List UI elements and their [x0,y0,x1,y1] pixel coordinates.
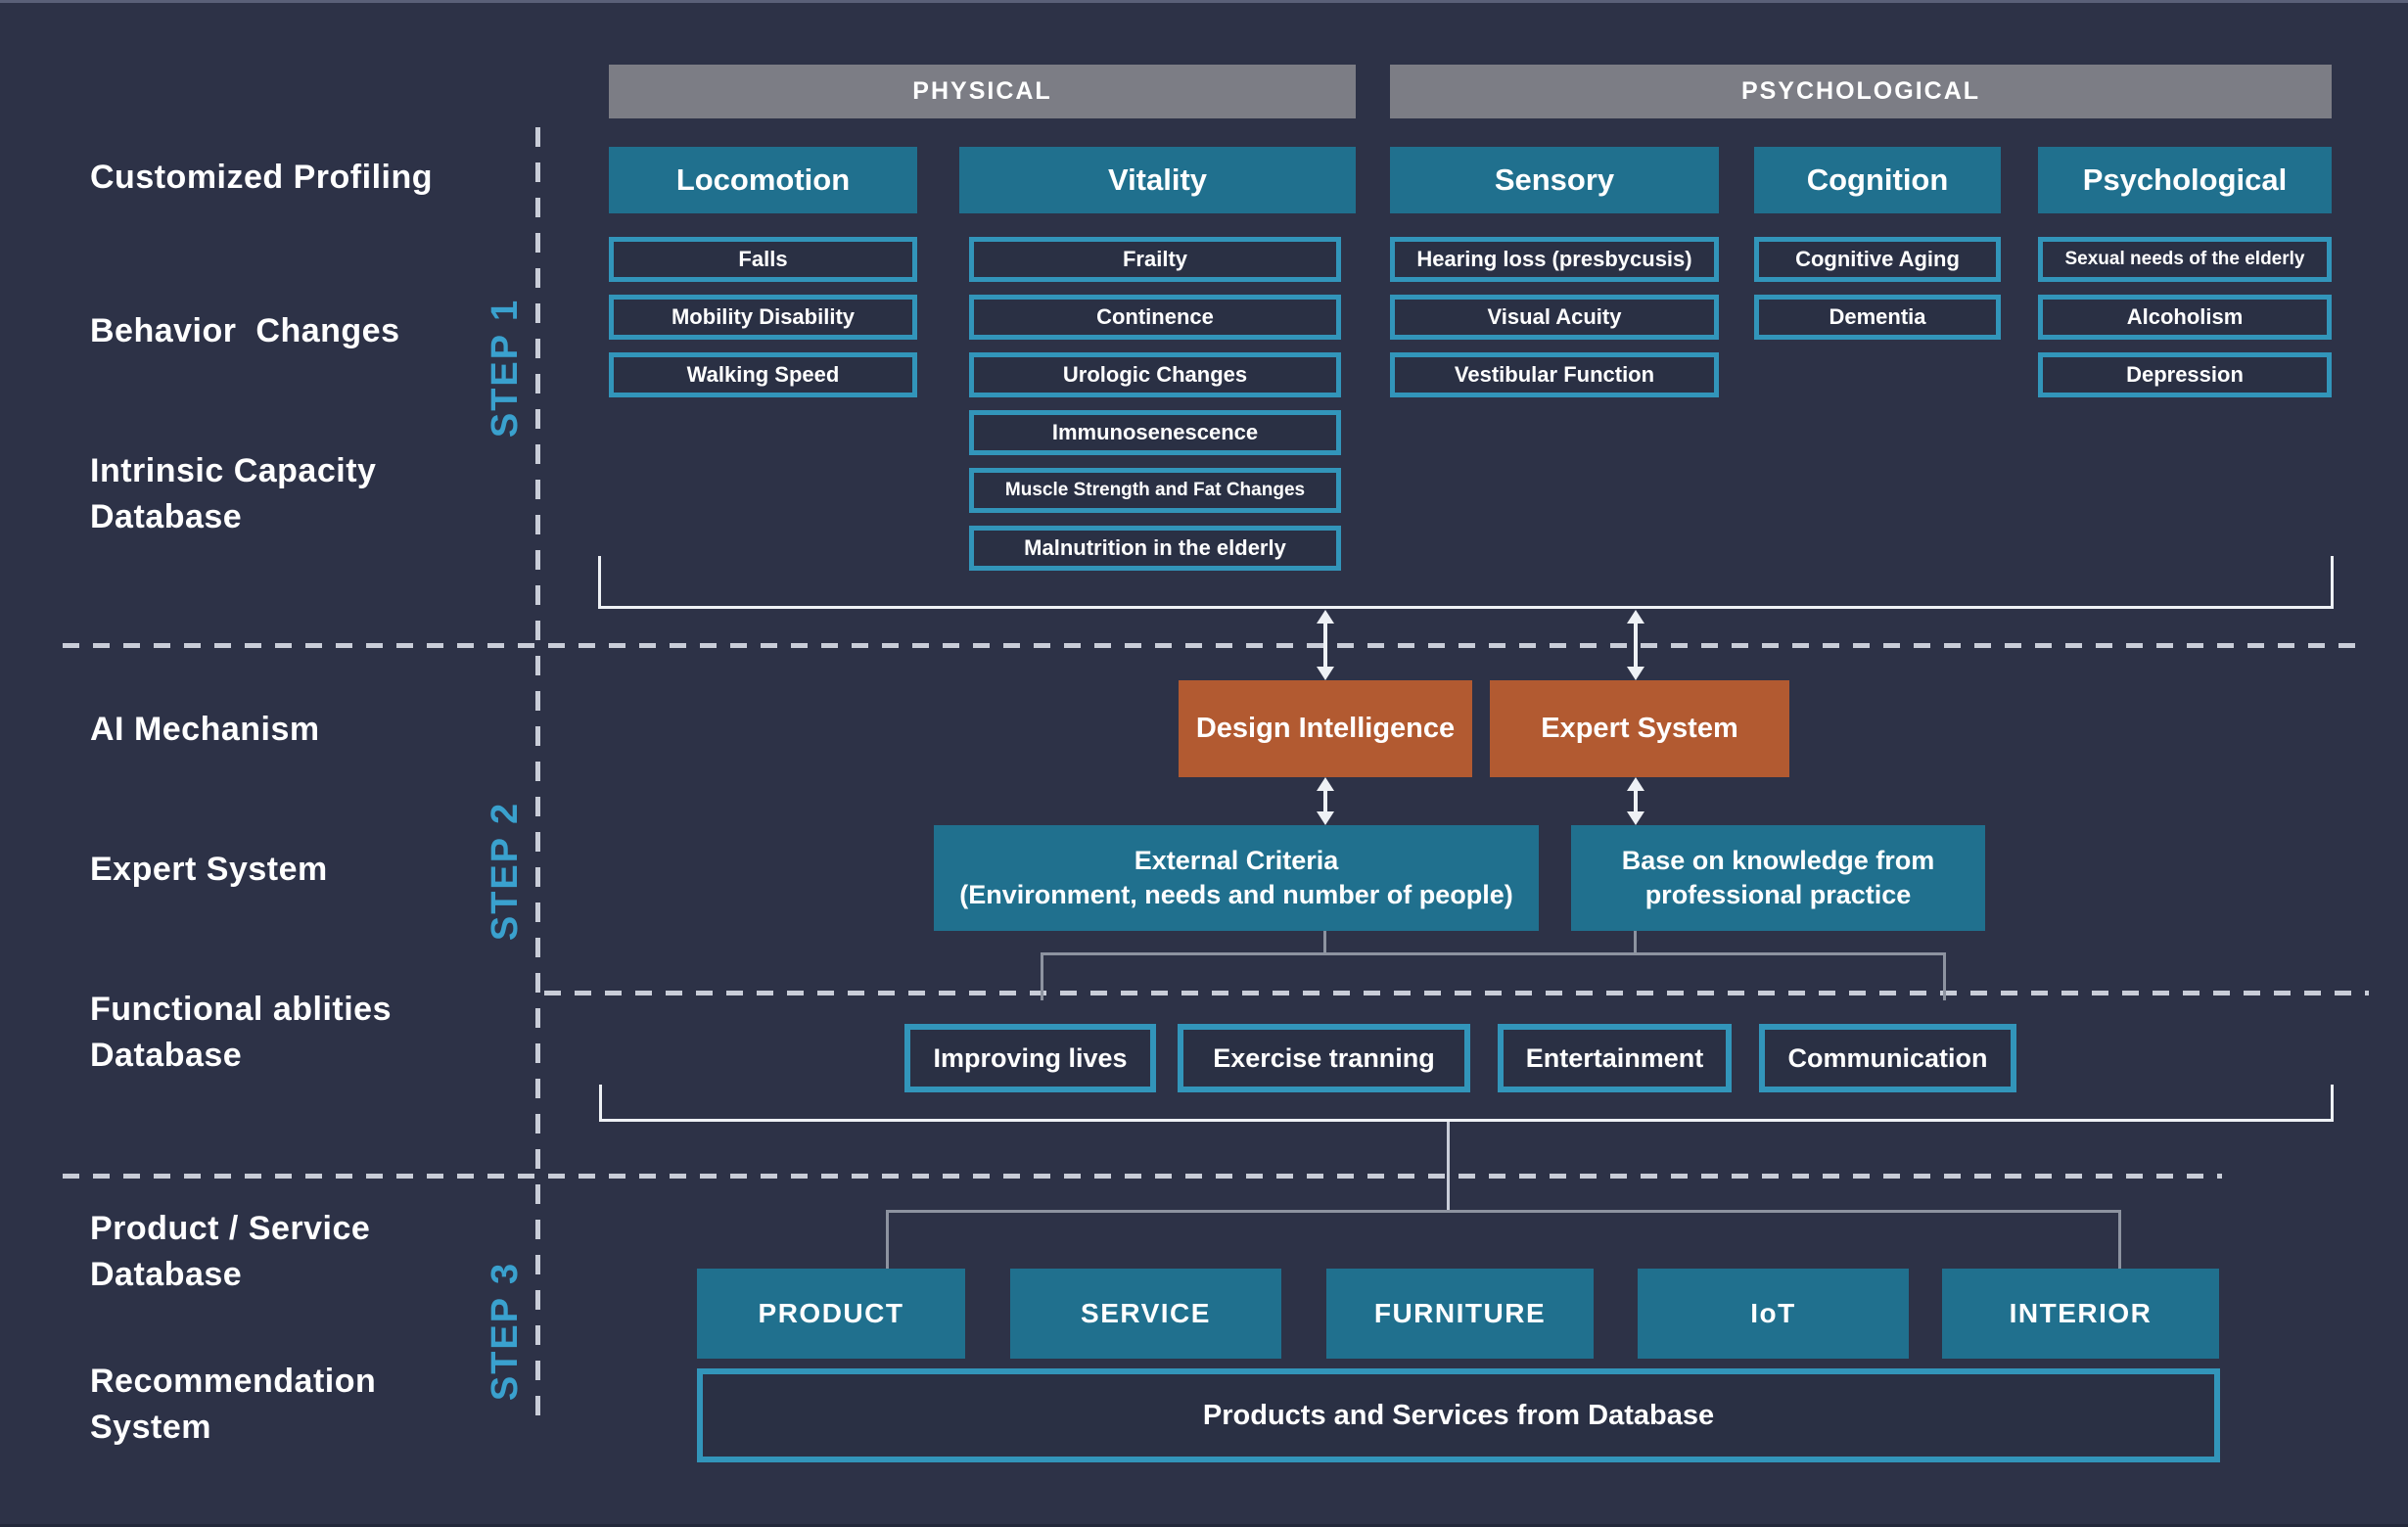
arrow-profiles-to-design-intelligence [1317,610,1334,680]
item-mobility-disability: Mobility Disability [609,295,917,340]
category-product-box: PRODUCT [697,1269,965,1359]
item-continence: Continence [969,295,1341,340]
row-label-product-service-database: Product / Service Database [90,1210,371,1293]
category-interior-box: INTERIOR [1942,1269,2219,1359]
external-criteria-box: External Criteria (Environment, needs an… [934,825,1539,931]
arrow-profiles-to-expert-system [1627,610,1644,680]
step-2-label: STEP 2 [485,801,526,942]
design-intelligence-box: Design Intelligence [1179,680,1472,777]
step3-dashed-separator [63,1174,2222,1179]
function-exercise-training-box: Exercise tranning [1178,1024,1470,1092]
item-falls: Falls [609,237,917,282]
step-3-label: STEP 3 [485,1261,526,1402]
arrow-expert-system-to-knowledge-base [1627,777,1644,825]
vertical-dashed-separator [535,127,540,1429]
column-header-vitality: Vitality [959,147,1356,213]
function-communication-box: Communication [1759,1024,2016,1092]
row-label-customized-profiling: Customized Profiling [90,159,433,196]
item-alcoholism: Alcoholism [2038,295,2332,340]
item-cognitive-aging: Cognitive Aging [1754,237,2001,282]
row-label-behavior-changes: Behavior Changes [90,312,400,349]
arrow-design-intelligence-to-external-criteria [1317,777,1334,825]
step1-collector-bracket [598,556,2334,609]
item-sexual-needs-elderly: Sexual needs of the elderly [2038,237,2332,282]
step-1-label: STEP 1 [485,298,526,439]
row-label-recommendation-system: Recommendation System [90,1363,377,1446]
row-label-ai-mechanism: AI Mechanism [90,711,320,748]
step3-distribution-bracket [886,1210,2121,1269]
column-header-locomotion: Locomotion [609,147,917,213]
item-hearing-loss: Hearing loss (presbycusis) [1390,237,1719,282]
row-label-functional-abilities-database: Functional ablities Database [90,991,392,1074]
bottom-edge-line [0,1524,2408,1527]
column-header-psychological: Psychological [2038,147,2332,213]
step2-step3-dashed-separator [544,991,2369,995]
category-service-box: SERVICE [1010,1269,1281,1359]
function-improving-lives-box: Improving lives [904,1024,1156,1092]
function-entertainment-box: Entertainment [1498,1024,1732,1092]
top-edge-line [0,0,2408,3]
item-visual-acuity: Visual Acuity [1390,295,1719,340]
item-frailty: Frailty [969,237,1341,282]
column-header-cognition: Cognition [1754,147,2001,213]
connector-knowledge-base-drop [1634,931,1637,952]
row-label-intrinsic-capacity-database: Intrinsic Capacity Database [90,452,377,535]
item-vestibular-function: Vestibular Function [1390,352,1719,397]
expert-system-box: Expert System [1490,680,1789,777]
connector-functions-to-step3-drop [1447,1122,1450,1210]
item-immunosenescence: Immunosenescence [969,410,1341,455]
column-header-sensory: Sensory [1390,147,1719,213]
step1-step2-dashed-separator [63,643,2369,648]
item-malnutrition-elderly: Malnutrition in the elderly [969,526,1341,571]
item-urologic-changes: Urologic Changes [969,352,1341,397]
step2-collector-bracket [599,1085,2334,1122]
physical-category-bar: PHYSICAL [609,65,1356,118]
connector-external-criteria-drop [1323,931,1326,952]
step2-distribution-bracket [1041,952,1946,1000]
item-walking-speed: Walking Speed [609,352,917,397]
products-services-output-bar: Products and Services from Database [697,1368,2220,1462]
category-furniture-box: FURNITURE [1326,1269,1594,1359]
psychological-category-bar: PSYCHOLOGICAL [1390,65,2332,118]
row-label-expert-system: Expert System [90,851,328,888]
knowledge-base-box: Base on knowledge from professional prac… [1571,825,1985,931]
category-iot-box: IoT [1638,1269,1909,1359]
item-depression: Depression [2038,352,2332,397]
item-dementia: Dementia [1754,295,2001,340]
item-muscle-strength-fat-changes: Muscle Strength and Fat Changes [969,468,1341,513]
